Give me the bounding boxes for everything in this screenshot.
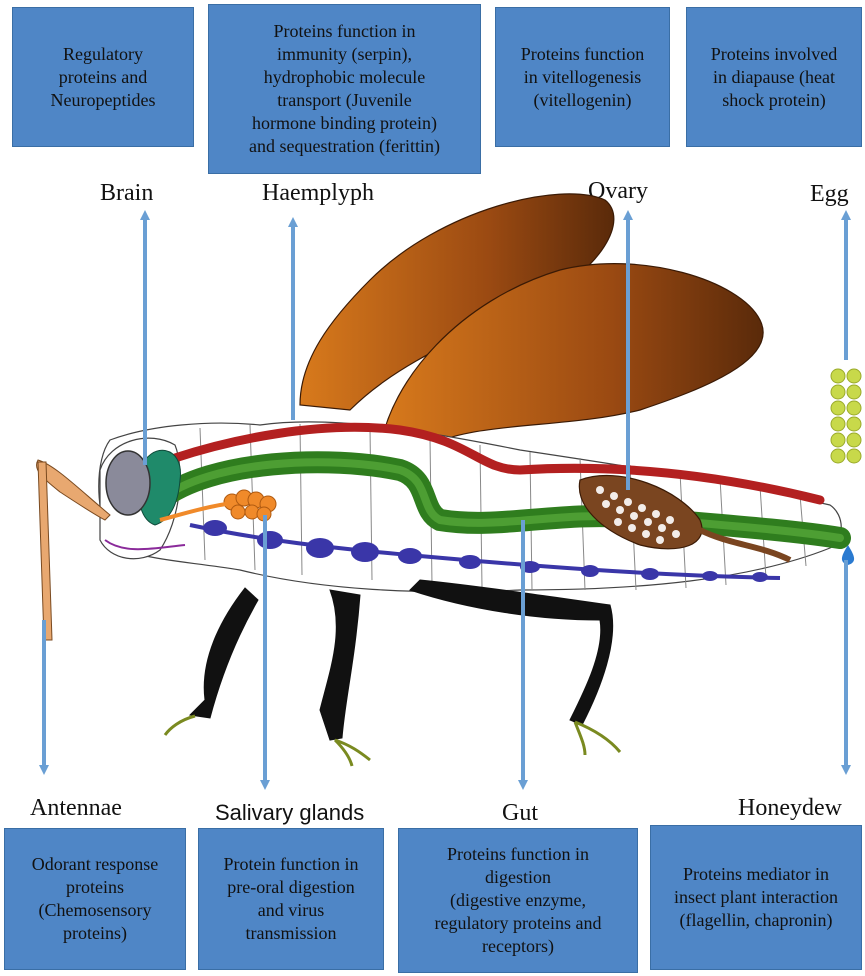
honeydew-protein-box: Proteins mediator in insect plant intera… — [650, 825, 862, 970]
gut-protein-box: Proteins function in digestion (digestiv… — [398, 828, 638, 973]
salivary-glands-label: Salivary glands — [215, 800, 364, 826]
antennae-protein-box: Odorant response proteins (Chemosensory … — [4, 828, 186, 970]
gut-label: Gut — [502, 800, 538, 827]
salivary-protein-box: Protein function in pre-oral digestion a… — [198, 828, 384, 970]
eggs — [831, 369, 861, 463]
legs — [165, 580, 620, 766]
antennae-label: Antennae — [30, 795, 122, 822]
honeydew-label: Honeydew — [738, 795, 842, 822]
wings — [300, 194, 763, 450]
